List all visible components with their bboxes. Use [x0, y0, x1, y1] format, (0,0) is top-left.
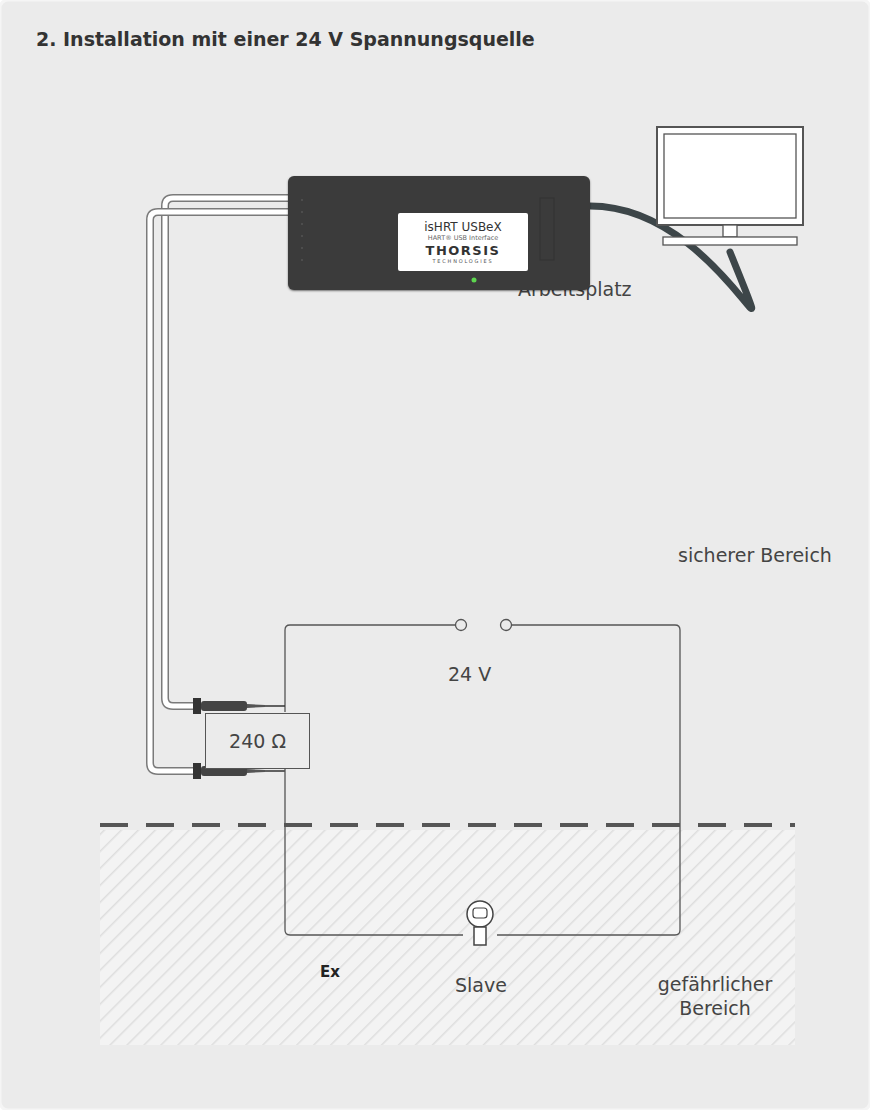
wire [285, 625, 455, 712]
probe-lead-core [150, 212, 288, 771]
workstation: Arbeitsplatz [655, 125, 805, 253]
usb-panel [540, 198, 554, 260]
slave-label: Slave [455, 974, 507, 996]
monitor-frame [657, 127, 803, 225]
connector [285, 769, 463, 935]
slave-device: Slave [463, 897, 497, 947]
ex-mark: Ex [319, 963, 341, 981]
probe-tip [265, 705, 285, 707]
hazard-zone: gefährlicher Bereich Slave [100, 830, 795, 1045]
monitor-neck [723, 225, 737, 237]
device-subtitle: HART® USB Interface [428, 234, 498, 243]
device-label: isHRT USBeXHART® USB InterfaceTHORSISTEC… [398, 213, 528, 271]
diagram-title: 2. Installation mit einer 24 V Spannungs… [36, 28, 535, 50]
loop-wire [285, 769, 463, 935]
transmitter-icon [463, 897, 497, 947]
hazard-hatching [100, 830, 795, 1045]
terminal [456, 620, 467, 631]
probe-lead-core [165, 198, 288, 706]
connector [150, 212, 288, 779]
connector [165, 198, 288, 714]
brand-logo: THORSIS [426, 243, 501, 258]
transmitter-display [473, 908, 487, 918]
probe-guard [193, 698, 201, 714]
probe-neck [247, 769, 265, 773]
transmitter-head [467, 901, 493, 927]
probe-guard [193, 763, 201, 779]
panel-dot [301, 259, 303, 261]
status-led [472, 278, 477, 283]
wire [497, 625, 680, 935]
panel-dot [301, 235, 303, 237]
zone-boundary [100, 823, 795, 827]
resistor-value: 240 Ω [229, 730, 286, 752]
zone-label: gefährlicher Bereich [655, 972, 775, 1020]
panel-dot [301, 211, 303, 213]
probe-tip [265, 770, 285, 772]
panel-dot [301, 199, 303, 201]
monitor-base [663, 237, 797, 245]
voltage-label: 24 V [448, 663, 491, 685]
transmitter-stem [474, 927, 486, 945]
hart-interface: isHRT USBeXHART® USB InterfaceTHORSISTEC… [288, 176, 590, 290]
brand-subtitle: TECHNOLOGIES [433, 258, 494, 265]
device-name: isHRT USBeX [424, 220, 501, 234]
panel-dot [301, 247, 303, 249]
probe-neck [247, 704, 265, 708]
probe-handle [201, 701, 247, 711]
zone-label: sicherer Bereich [678, 544, 832, 566]
resistor-box: 240 Ω [205, 713, 310, 769]
probe-lead [165, 198, 288, 706]
panel-dot [301, 223, 303, 225]
monitor-icon [655, 125, 805, 253]
monitor-screen [664, 134, 796, 218]
probe-lead [150, 212, 288, 771]
terminal [501, 620, 512, 631]
